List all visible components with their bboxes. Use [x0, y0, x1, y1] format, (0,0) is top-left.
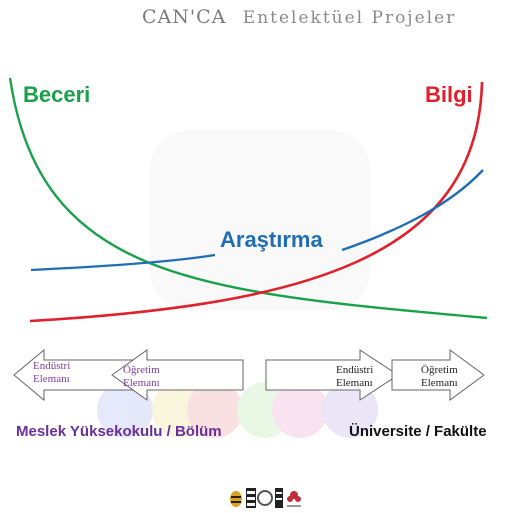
- background-circle: [97, 382, 153, 438]
- right-ogretim-label: Öğretim Elemanı: [421, 364, 458, 389]
- beceri-curve: [8, 77, 488, 320]
- flower-logo-icon: [287, 491, 301, 507]
- background-circle: [272, 382, 328, 438]
- arastirma-curve-right: [341, 169, 484, 252]
- header-title: Entelektüel Projeler: [242, 8, 457, 28]
- brand-logo: CAN'CA: [142, 6, 227, 28]
- beceri-label: Beceri: [23, 82, 91, 107]
- arastirma-curve-left: [30, 253, 216, 272]
- right-endustri-label: Endüstri Elemanı: [336, 364, 374, 389]
- bilgi-curve: [29, 81, 484, 323]
- bee-logo-icon: [230, 491, 242, 507]
- bar-logo-icon: [275, 488, 283, 508]
- header-logo: CAN'CA Entelektüel Projeler: [142, 6, 456, 28]
- right-arrow-ogretim: [391, 349, 485, 401]
- circle-logo-icon: [257, 490, 273, 506]
- bilgi-label: Bilgi: [425, 82, 473, 107]
- universite-fakulte-label: Üniversite / Fakülte: [349, 423, 487, 440]
- arastirma-label: Araştırma: [220, 227, 323, 252]
- left-arrow-ogretim: [111, 349, 244, 401]
- left-endustri-label: Endüstri Elemanı: [33, 360, 71, 385]
- film-logo-icon: [246, 488, 256, 508]
- right-arrow-endustri: [265, 349, 399, 401]
- meslek-yuksekokulu-label: Meslek Yüksekokulu / Bölüm: [16, 423, 222, 440]
- background-circle: [187, 382, 243, 438]
- left-ogretim-label: Öğretim Elemanı: [123, 364, 160, 389]
- footer-logos: [230, 488, 301, 508]
